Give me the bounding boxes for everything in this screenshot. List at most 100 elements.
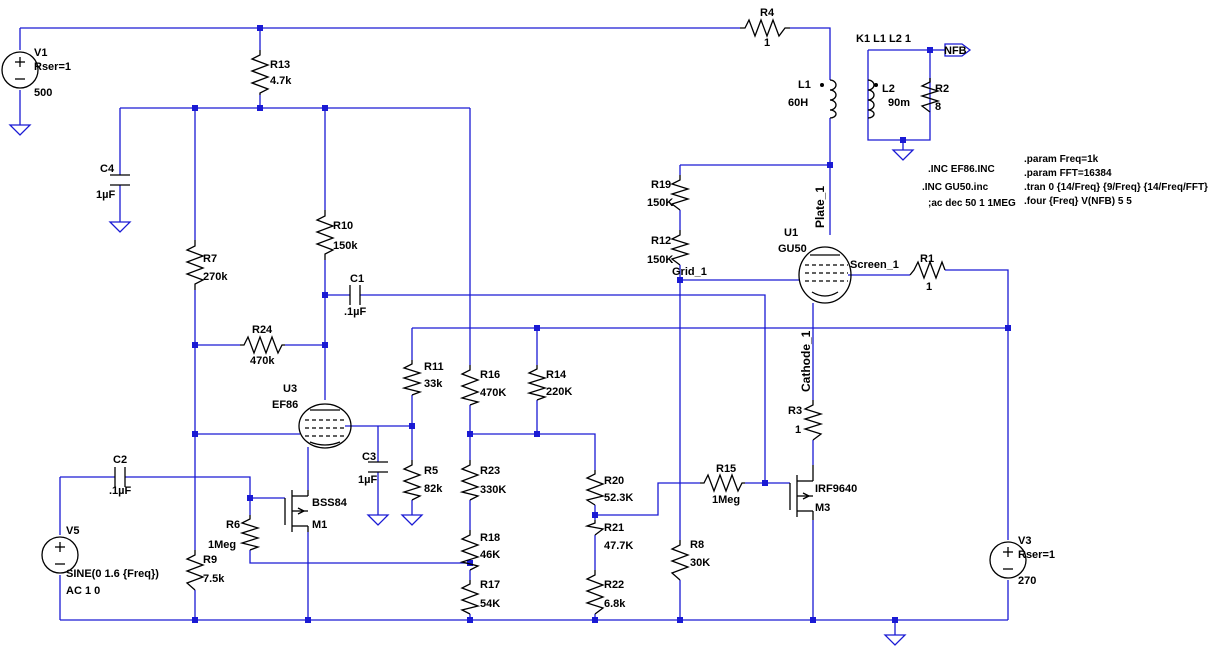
r23-name: R23 xyxy=(480,465,500,477)
r16-name: R16 xyxy=(480,369,500,381)
resistor-r1[interactable] xyxy=(909,260,946,280)
r24-name: R24 xyxy=(252,324,273,336)
resistor-r13[interactable] xyxy=(250,50,270,95)
r16-value: 470K xyxy=(480,387,506,399)
resistor-r19[interactable] xyxy=(669,175,691,211)
r13-value: 4.7k xyxy=(270,75,292,87)
r19-name: R19 xyxy=(651,179,671,191)
resistor-r23[interactable] xyxy=(459,460,481,501)
r8-value: 30K xyxy=(690,557,710,569)
m1-name: M1 xyxy=(312,519,327,531)
c4-name: C4 xyxy=(100,163,115,175)
voltage-source-v1[interactable] xyxy=(1,51,39,89)
resistor-r6[interactable] xyxy=(239,515,261,551)
c2-name: C2 xyxy=(113,454,127,466)
r7-name: R7 xyxy=(203,253,217,265)
ground-icon-c3 xyxy=(366,514,390,526)
wires xyxy=(19,27,1009,635)
component-labels: V1 Rser=1 500 R13 4.7k C4 1µF R7 270k R1… xyxy=(34,7,1055,610)
directive-ac: ;ac dec 50 1 1MEG xyxy=(928,198,1016,209)
resistor-r11[interactable] xyxy=(401,360,423,396)
capacitor-c2[interactable] xyxy=(114,467,126,487)
mosfet-m1[interactable] xyxy=(284,490,309,532)
inductor-l1[interactable] xyxy=(829,79,837,119)
c4-value: 1µF xyxy=(96,189,115,201)
resistor-r2[interactable] xyxy=(919,78,941,113)
v3-name: V3 xyxy=(1018,535,1031,547)
u3-value: EF86 xyxy=(272,399,298,411)
tube-u1[interactable] xyxy=(798,246,852,304)
l2-name: L2 xyxy=(882,83,895,95)
l2-dot xyxy=(874,83,878,87)
c3-value: 1µF xyxy=(358,474,377,486)
inductor-l2[interactable] xyxy=(867,79,875,119)
r10-value: 150k xyxy=(333,240,358,252)
mosfet-m3[interactable] xyxy=(789,465,814,520)
grid-net-label: Grid_1 xyxy=(672,266,707,278)
ground-icon-r5 xyxy=(400,514,424,526)
v5-name: V5 xyxy=(66,525,79,537)
directive-inc-gu50: .INC GU50.inc xyxy=(922,182,989,193)
r9-value: 7.5k xyxy=(203,573,225,585)
resistor-r7[interactable] xyxy=(185,240,205,290)
resistor-r4[interactable] xyxy=(740,18,790,38)
resistor-r12[interactable] xyxy=(669,230,691,266)
m1-value: BSS84 xyxy=(312,497,348,509)
resistor-r3[interactable] xyxy=(802,400,824,441)
directive-four: .four {Freq} V(NFB) 5 5 xyxy=(1024,196,1132,207)
r9-name: R9 xyxy=(203,554,217,566)
v3-param: Rser=1 xyxy=(1018,549,1055,561)
resistor-r20[interactable] xyxy=(585,470,606,506)
resistor-r10[interactable] xyxy=(315,210,335,260)
r12-name: R12 xyxy=(651,235,671,247)
r10-name: R10 xyxy=(333,220,353,232)
r22-name: R22 xyxy=(604,579,624,591)
r14-name: R14 xyxy=(546,369,567,381)
v3-value: 270 xyxy=(1018,575,1036,587)
r5-value: 82k xyxy=(424,483,443,495)
capacitor-c3[interactable] xyxy=(368,461,388,473)
r13-name: R13 xyxy=(270,59,290,71)
resistor-r14[interactable] xyxy=(526,365,548,401)
ground-icon-v1 xyxy=(8,124,32,136)
r15-value: 1Meg xyxy=(712,494,740,506)
ground-icon-secondary xyxy=(891,149,915,161)
resistor-r8[interactable] xyxy=(670,540,690,581)
capacitor-c1[interactable] xyxy=(349,285,361,305)
m3-value: IRF9640 xyxy=(815,483,857,495)
r19-value: 150K xyxy=(647,197,673,209)
r18-name: R18 xyxy=(480,532,500,544)
resistor-r9[interactable] xyxy=(185,550,205,591)
directive-param-fft: .param FFT=16384 xyxy=(1024,168,1112,179)
resistor-r16[interactable] xyxy=(459,365,481,406)
r4-name: R4 xyxy=(760,7,775,19)
nfb-flag-icon xyxy=(944,43,972,57)
r23-value: 330K xyxy=(480,484,506,496)
voltage-source-v3[interactable] xyxy=(989,541,1027,579)
l1-name: L1 xyxy=(798,79,811,91)
resistor-r24[interactable] xyxy=(240,335,285,355)
tube-u3[interactable] xyxy=(298,403,352,449)
r11-name: R11 xyxy=(424,361,444,373)
v1-param: Rser=1 xyxy=(34,61,71,73)
l1-value: 60H xyxy=(788,97,808,109)
resistor-r15[interactable] xyxy=(700,473,745,493)
voltage-source-v5[interactable] xyxy=(41,536,79,574)
directive-param-freq: .param Freq=1k xyxy=(1024,154,1099,165)
c2-value: .1µF xyxy=(109,485,132,497)
resistor-r5[interactable] xyxy=(401,460,423,501)
v1-value: 500 xyxy=(34,87,52,99)
r14-value: 220K xyxy=(546,386,572,398)
ground-icon-c4 xyxy=(108,221,132,233)
resistor-r22[interactable] xyxy=(584,570,605,615)
r5-name: R5 xyxy=(424,465,438,477)
resistor-r18[interactable] xyxy=(459,530,481,571)
r20-name: R20 xyxy=(604,475,624,487)
spice-directives: .INC EF86.INC .INC GU50.inc ;ac dec 50 1… xyxy=(922,154,1208,209)
r6-value: 1Meg xyxy=(208,539,236,551)
resistor-r17[interactable] xyxy=(460,580,481,615)
resistor-r21[interactable] xyxy=(584,520,605,536)
v5-value: SINE(0 1.6 {Freq}) xyxy=(66,568,159,580)
capacitor-c4[interactable] xyxy=(110,174,130,186)
